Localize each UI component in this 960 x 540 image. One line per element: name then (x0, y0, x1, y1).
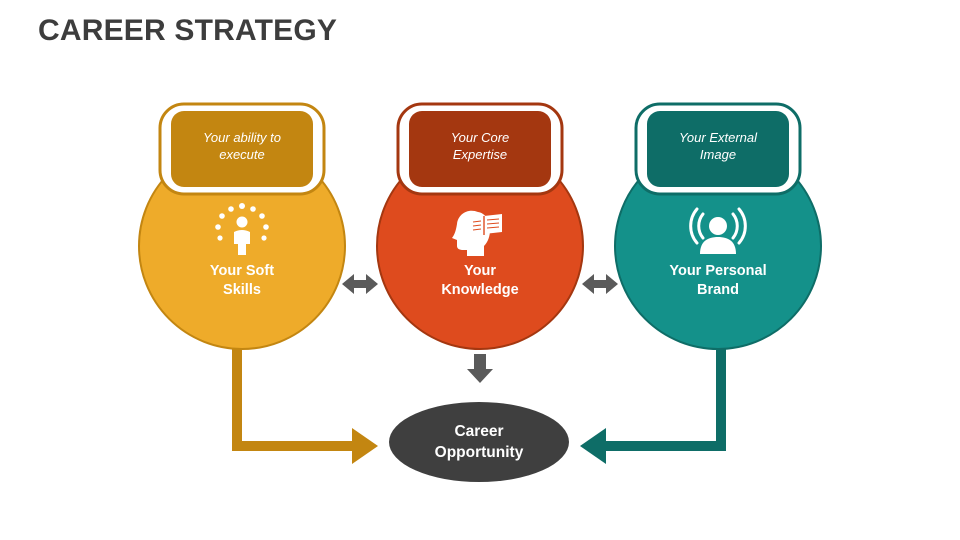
arrowhead-soft-skills (352, 428, 378, 464)
double-arrow-right (582, 274, 618, 294)
double-arrow-left (342, 274, 378, 294)
page-title: CAREER STRATEGY (38, 14, 338, 47)
tag-knowledge (396, 102, 564, 196)
connector-personal-brand (602, 348, 726, 451)
connector-soft-skills (232, 348, 356, 451)
arrowhead-personal-brand (580, 428, 606, 464)
down-arrow (467, 354, 493, 383)
head-book-icon (452, 210, 502, 256)
outcome-oval (389, 402, 569, 482)
soft-skills-person-icon (215, 203, 269, 255)
tag-personal-brand (634, 102, 802, 196)
speaker-person-icon (689, 207, 747, 254)
tag-soft-skills (158, 102, 326, 196)
